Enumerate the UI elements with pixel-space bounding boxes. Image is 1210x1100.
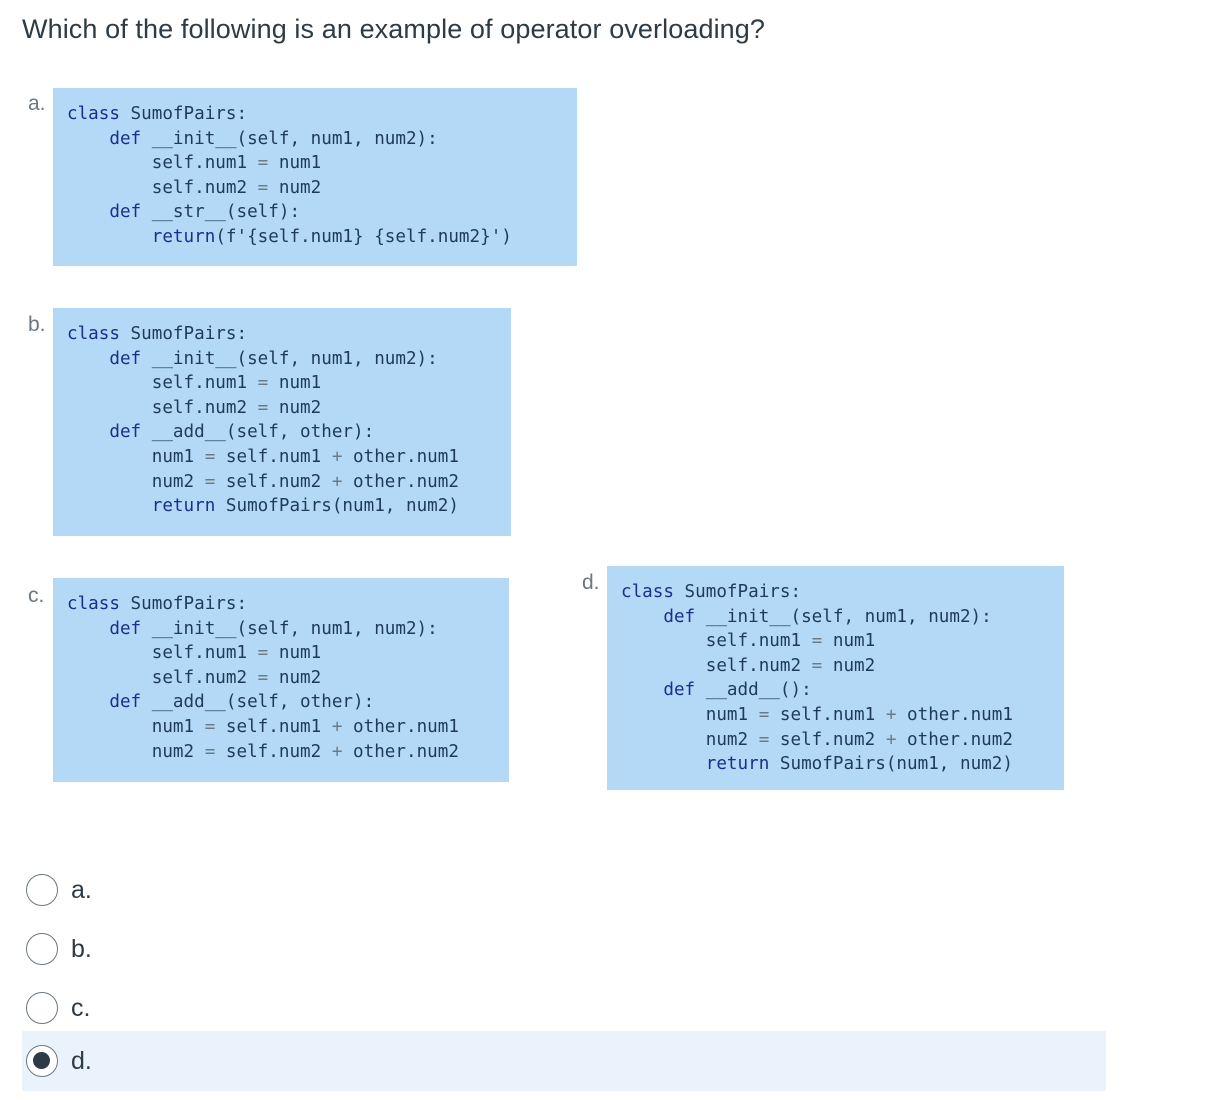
answer-choice-c[interactable]: c. [22, 978, 1106, 1038]
code-line: return SumofPairs(num1, num2) [151, 496, 459, 517]
code-line: class SumofPairs: [67, 104, 248, 124]
code-line: return SumofPairs(num1, num2) [705, 754, 1013, 775]
answer-choice-a[interactable]: a. [22, 860, 1106, 920]
answer-choice-label: b. [71, 934, 92, 963]
code-line: def __init__(self, num1, num2): [663, 606, 992, 627]
code-line: def __add__(): [663, 680, 812, 701]
radio-button-selected[interactable] [26, 1045, 58, 1077]
code-text: class SumofPairs: def __init__(self, num… [621, 580, 1050, 777]
question-text: Which of the following is an example of … [22, 14, 766, 44]
code-line: num1 = self.num1 + other.num1 [621, 704, 1013, 725]
option-c-letter: c. [28, 584, 45, 607]
option-b-code-block: class SumofPairs: def __init__(self, num… [53, 308, 511, 536]
code-line: self.num1 = num1 [621, 631, 876, 652]
code-line: def __add__(self, other): [109, 422, 375, 443]
code-line: self.num2 = num2 [621, 655, 876, 676]
code-line: return(f'{self.num1} {self.num2}') [151, 226, 512, 247]
code-line: self.num2 = num2 [67, 397, 322, 418]
code-line: self.num2 = num2 [67, 177, 322, 198]
option-a-code-block: class SumofPairs: def __init__(self, num… [53, 88, 577, 266]
code-line: num2 = self.num2 + other.num2 [67, 741, 459, 762]
radio-button[interactable] [26, 874, 58, 906]
option-a-letter: a. [28, 92, 46, 115]
code-line: class SumofPairs: [67, 324, 248, 344]
answer-choice-label: c. [71, 993, 91, 1022]
code-line: num2 = self.num2 + other.num2 [67, 471, 459, 492]
answer-choice-label: a. [71, 875, 92, 904]
code-line: self.num1 = num1 [67, 643, 322, 664]
code-line: self.num1 = num1 [67, 373, 322, 394]
code-text: class SumofPairs: def __init__(self, num… [67, 592, 495, 764]
option-c-code-block: class SumofPairs: def __init__(self, num… [53, 578, 509, 782]
radio-button[interactable] [26, 992, 58, 1024]
selected-dot [33, 1052, 50, 1069]
option-d-code-block: class SumofPairs: def __init__(self, num… [607, 566, 1064, 790]
code-line: num1 = self.num1 + other.num1 [67, 446, 459, 467]
code-line: class SumofPairs: [67, 594, 248, 614]
code-line: num2 = self.num2 + other.num2 [621, 729, 1013, 750]
answer-choice-d[interactable]: d. [22, 1031, 1106, 1091]
answer-choice-label: d. [71, 1046, 92, 1075]
code-line: self.num1 = num1 [67, 153, 322, 174]
code-text: class SumofPairs: def __init__(self, num… [67, 102, 563, 250]
code-line: def __init__(self, num1, num2): [109, 348, 438, 369]
answer-choice-b[interactable]: b. [22, 919, 1106, 979]
option-b-letter: b. [28, 313, 46, 336]
code-line: def __init__(self, num1, num2): [109, 128, 438, 149]
code-line: def __init__(self, num1, num2): [109, 618, 438, 639]
code-line: def __str__(self): [109, 202, 301, 223]
code-line: class SumofPairs: [621, 582, 802, 602]
code-line: def __add__(self, other): [109, 692, 375, 713]
code-text: class SumofPairs: def __init__(self, num… [67, 322, 497, 519]
radio-button[interactable] [26, 933, 58, 965]
option-d-letter: d. [582, 571, 600, 594]
code-line: self.num2 = num2 [67, 667, 322, 688]
code-line: num1 = self.num1 + other.num1 [67, 716, 459, 737]
